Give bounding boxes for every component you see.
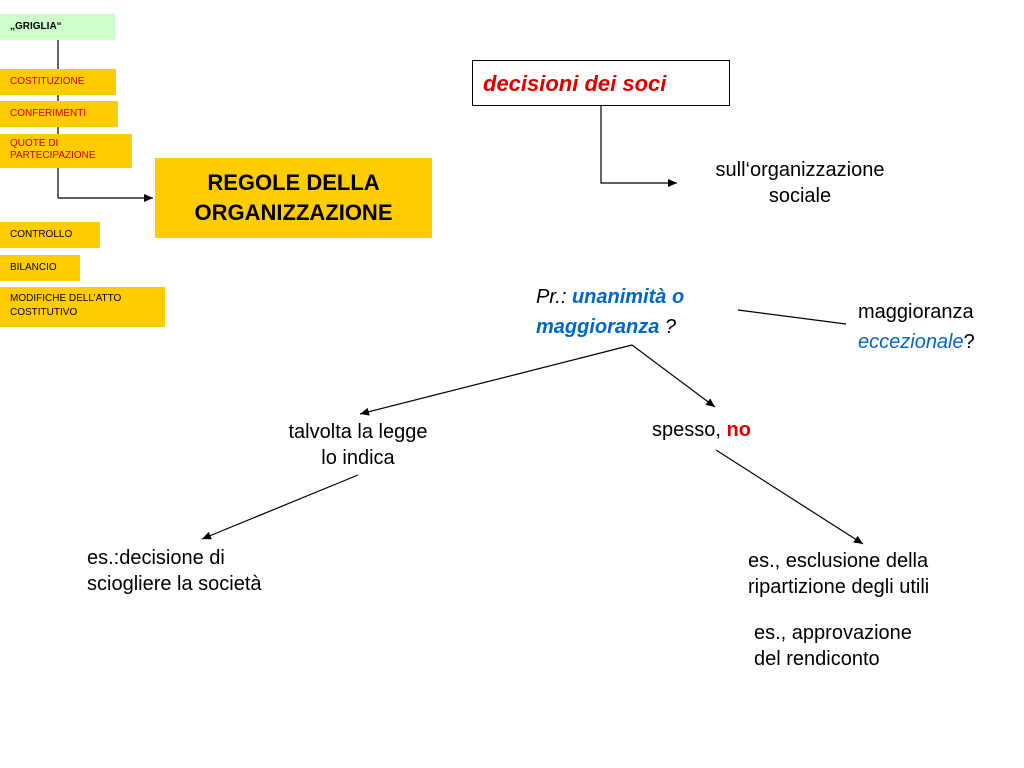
spesso-text: spesso, no	[652, 417, 802, 443]
regole-organizzazione-box: REGOLE DELLA ORGANIZZAZIONE	[155, 158, 432, 238]
talvolta-to-sciogliere-arrow	[201, 474, 359, 540]
spesso-prefix: spesso,	[652, 419, 727, 441]
sciogliere-line1: es.:decisione di	[87, 547, 225, 569]
organizzazione-line2: sociale	[768, 185, 832, 207]
esclusione-line2: ripartizione degli utili	[748, 576, 930, 598]
question-maggioranza: maggioranza	[536, 316, 660, 338]
decisioni-soci-box: decisioni dei soci	[472, 60, 730, 106]
modifiche-line2: COSTITUTIVO	[10, 307, 78, 318]
maggioranza-eccezionale-text: maggioranza eccezionale?	[858, 297, 1018, 357]
costituzione-box: COSTITUZIONE	[0, 69, 116, 95]
regole-line1: REGOLE DELLA	[207, 170, 380, 195]
spesso-to-esclusione-arrow	[715, 449, 864, 545]
talvolta-text: talvolta la legge lo indica	[258, 419, 458, 471]
maggioranza-suffix: ?	[963, 331, 975, 353]
spesso-no: no	[726, 419, 751, 441]
controllo-box: CONTROLLO	[0, 222, 100, 248]
conferimenti-box: CONFERIMENTI	[0, 101, 118, 127]
question-to-maggioranza-line	[737, 309, 847, 325]
organizzazione-sociale-text: sull‘organizzazione sociale	[690, 157, 910, 209]
question-prefix: Pr.:	[536, 286, 572, 308]
talvolta-line1: talvolta la legge	[288, 421, 428, 443]
es-sciogliere-text: es.:decisione di sciogliere la società	[87, 545, 327, 597]
approvazione-line1: es., approvazione	[754, 622, 912, 644]
question-unanimita: unanimità o	[571, 286, 685, 308]
quote-line1: QUOTE DI	[10, 138, 59, 149]
sciogliere-line2: sciogliere la società	[87, 573, 262, 595]
griglia-label: „GRIGLIA“	[0, 14, 115, 40]
regole-line2: ORGANIZZAZIONE	[194, 200, 393, 225]
maggioranza-line1: maggioranza	[858, 301, 974, 323]
modifiche-atto-box: MODIFICHE DELL’ATTO COSTITUTIVO	[0, 287, 165, 327]
esclusione-line1: es., esclusione della	[748, 550, 929, 572]
quote-partecipazione-box: QUOTE DI PARTECIPAZIONE	[0, 134, 132, 168]
es-approvazione-text: es., approvazione del rendiconto	[754, 620, 974, 672]
question-to-talvolta-arrow	[359, 344, 633, 416]
modifiche-line1: MODIFICHE DELL’ATTO	[10, 293, 122, 304]
question-to-spesso-arrow	[631, 344, 716, 408]
quote-line2: PARTECIPAZIONE	[10, 150, 96, 161]
decisioni-to-organizzazione-arrow	[600, 106, 677, 187]
question-text: Pr.: unanimità o maggioranza ?	[536, 282, 736, 342]
organizzazione-line1: sull‘organizzazione	[715, 159, 885, 181]
talvolta-line2: lo indica	[321, 447, 395, 469]
question-suffix: ?	[659, 316, 677, 338]
eccezionale-word: eccezionale	[858, 331, 964, 353]
approvazione-line2: del rendiconto	[754, 648, 880, 670]
es-esclusione-text: es., esclusione della ripartizione degli…	[748, 548, 998, 600]
bilancio-box: BILANCIO	[0, 255, 80, 281]
